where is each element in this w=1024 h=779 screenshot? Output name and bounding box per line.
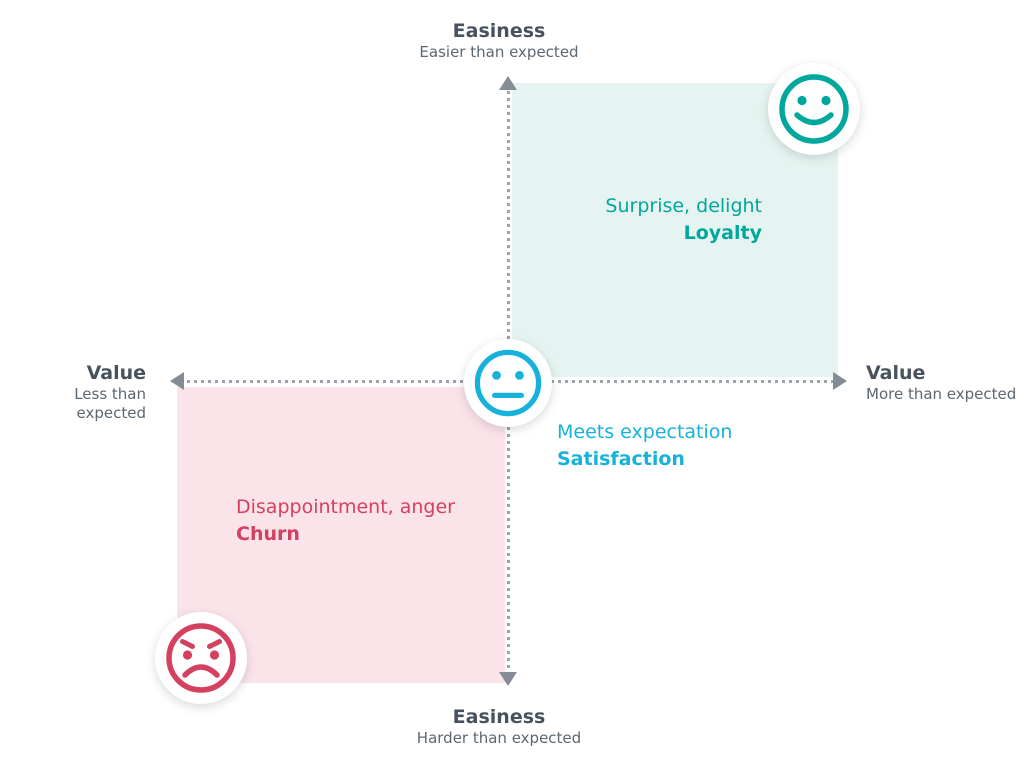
label-disappointment-anger: Disappointment, anger — [236, 496, 455, 518]
happy-face-badge — [768, 63, 860, 155]
angry-face-badge — [155, 612, 247, 704]
axis-label-bottom: Easiness Harder than expected — [389, 705, 609, 748]
arrow-down-icon — [499, 672, 517, 686]
axis-title-value-left: Value — [86, 362, 146, 384]
axis-subtitle-less: Less than expected — [74, 385, 146, 422]
label-churn: Disappointment, anger Churn — [236, 494, 496, 548]
happy-face-icon — [779, 74, 849, 144]
axis-title-easiness-top: Easiness — [452, 20, 546, 42]
neutral-face-badge — [464, 339, 552, 427]
axis-subtitle-easier: Easier than expected — [419, 43, 579, 61]
label-loyalty: Surprise, delight Loyalty — [512, 193, 762, 247]
label-meets-expectation: Meets expectation — [557, 421, 733, 443]
angry-face-icon — [166, 623, 236, 693]
label-satisfaction: Meets expectation Satisfaction — [557, 419, 817, 473]
axis-subtitle-more: More than expected — [866, 385, 1017, 403]
label-surprise-delight: Surprise, delight — [605, 195, 762, 217]
label-satisfaction-bold: Satisfaction — [557, 448, 685, 470]
axis-label-top: Easiness Easier than expected — [389, 19, 609, 62]
axis-label-left: Value Less than expected — [0, 361, 146, 423]
arrow-up-icon — [499, 76, 517, 90]
arrow-right-icon — [833, 372, 847, 390]
label-churn-bold: Churn — [236, 523, 300, 545]
axis-subtitle-harder: Harder than expected — [416, 729, 582, 747]
axis-title-easiness-bottom: Easiness — [452, 706, 546, 728]
arrow-left-icon — [170, 372, 184, 390]
axis-title-value-right: Value — [866, 362, 926, 384]
label-loyalty-bold: Loyalty — [683, 222, 762, 244]
neutral-face-icon — [474, 349, 542, 417]
axis-label-right: Value More than expected — [866, 361, 1024, 404]
